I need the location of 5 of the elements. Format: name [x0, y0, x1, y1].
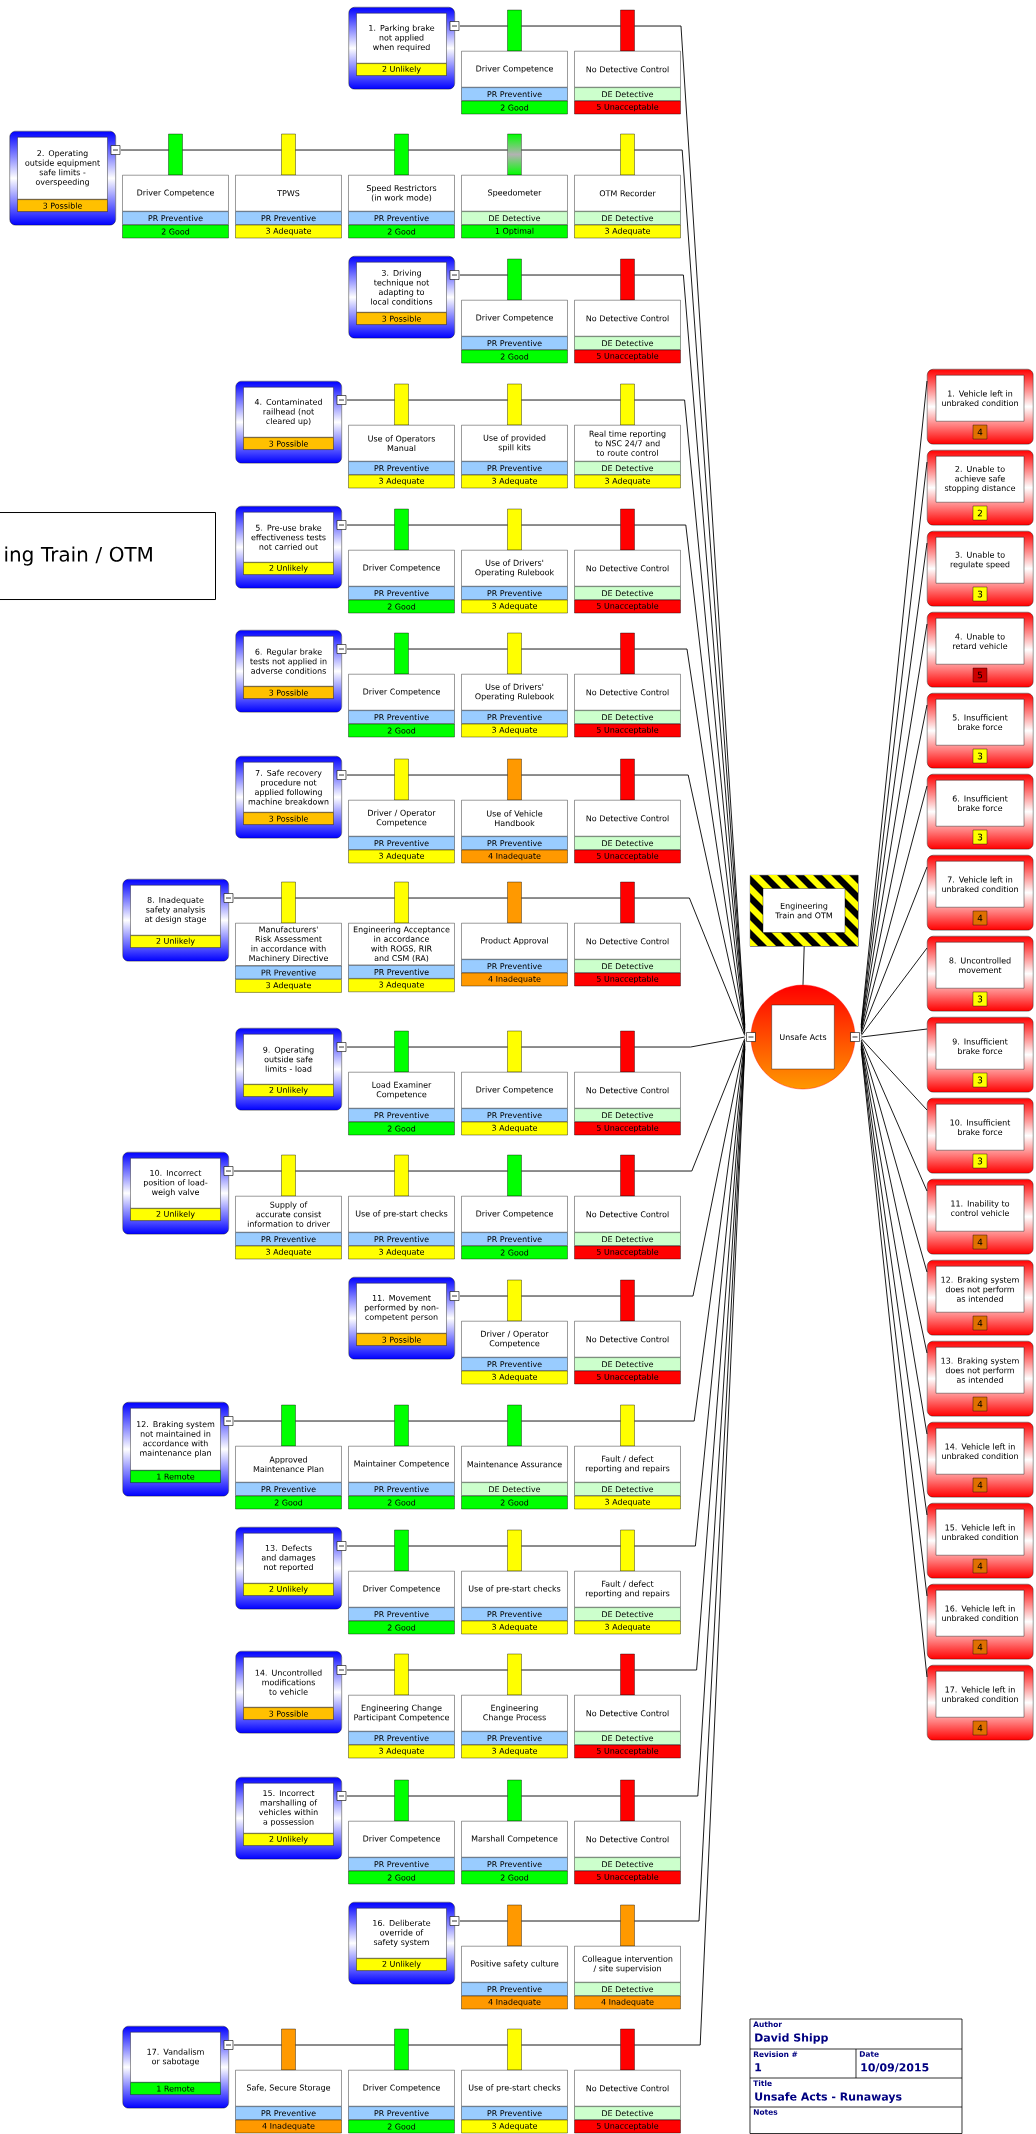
title-box: ing Train / OTM	[0, 512, 216, 600]
field-value: 1	[755, 2063, 762, 2072]
field-value: Unsafe Acts - Runaways	[755, 2092, 902, 2103]
field-value: David Shipp	[755, 2033, 828, 2044]
field-value: 10/09/2015	[861, 2063, 929, 2073]
